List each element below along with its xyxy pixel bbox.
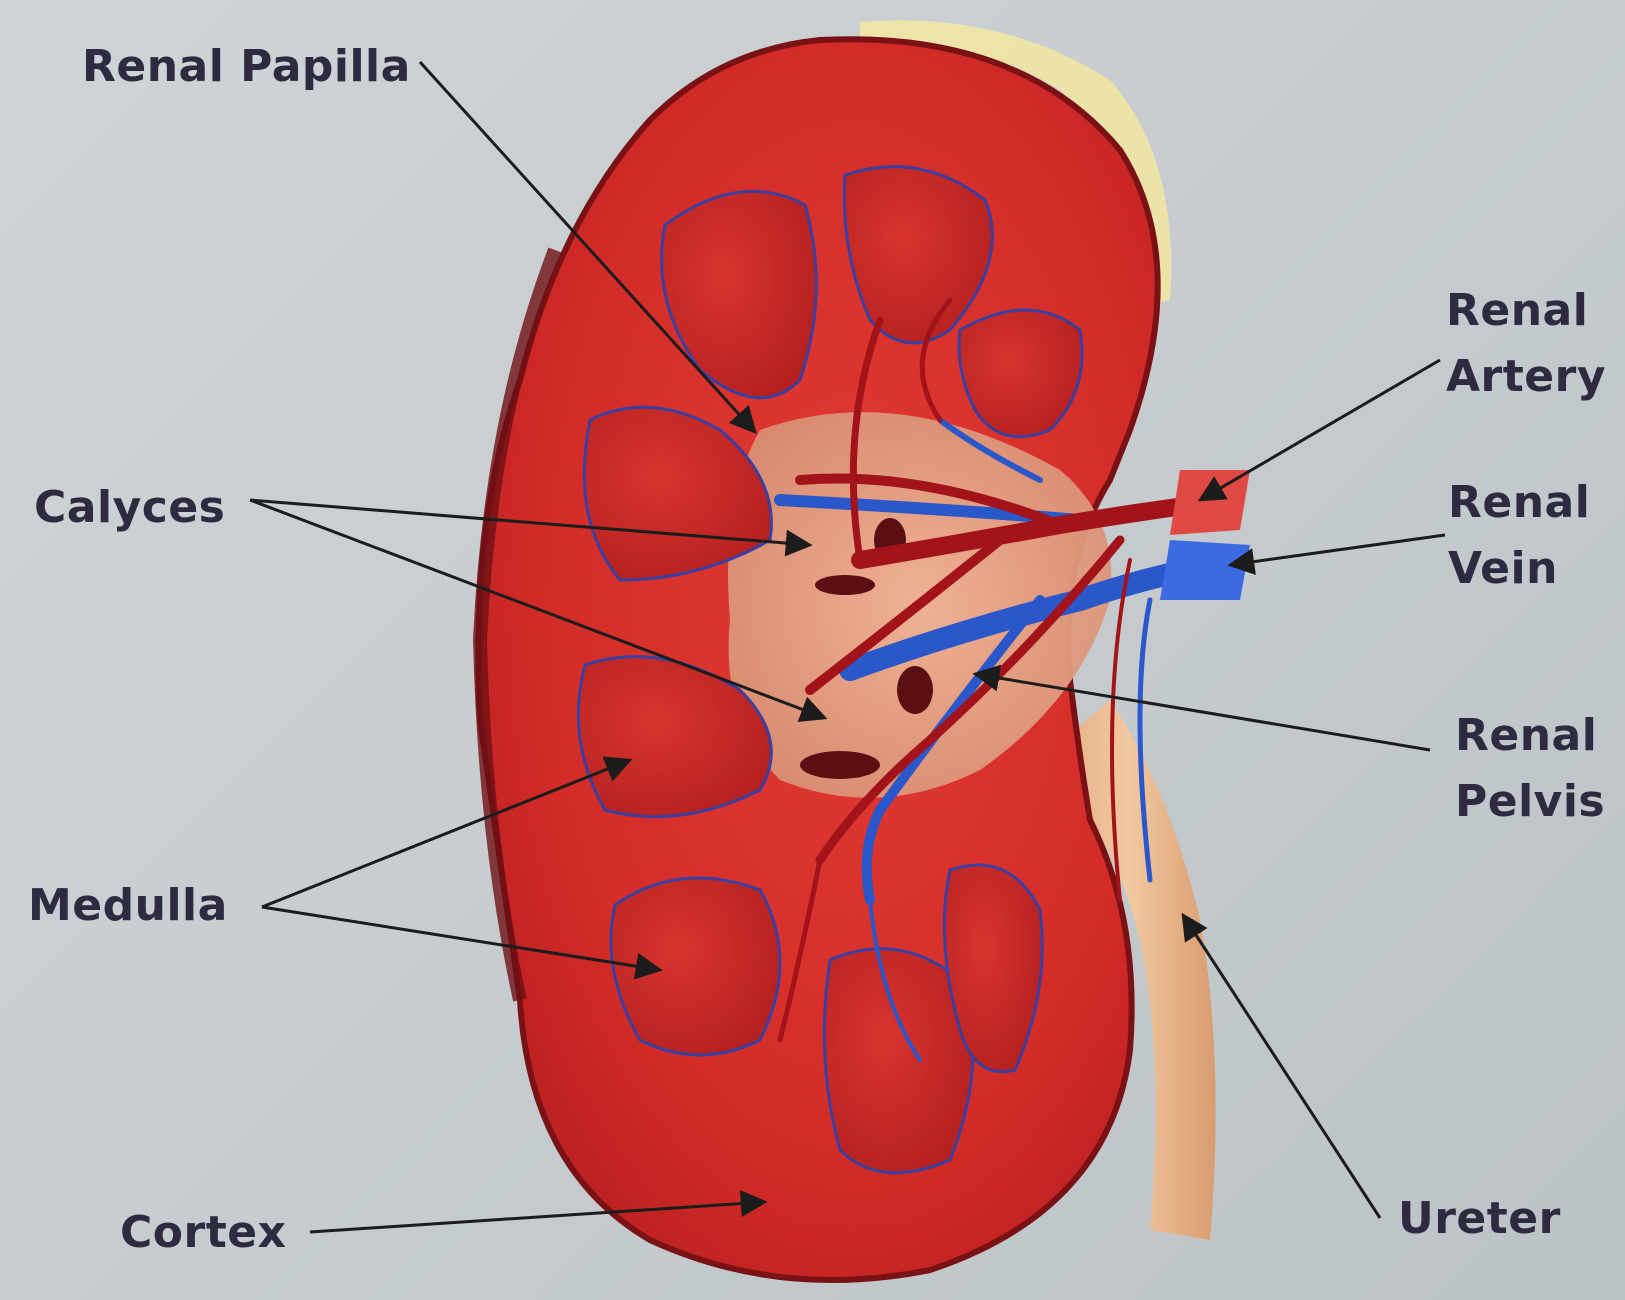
- leader-renal-vein: [1230, 535, 1445, 565]
- label-renal-vein-line2: Vein: [1448, 536, 1590, 602]
- label-renal-papilla: Renal Papilla: [82, 34, 411, 100]
- renal-vein-stub: [1160, 540, 1250, 600]
- label-renal-artery: Renal Artery: [1446, 278, 1606, 410]
- label-medulla: Medulla: [28, 873, 228, 939]
- label-renal-pelvis: Renal Pelvis: [1455, 703, 1605, 835]
- renal-artery-stub: [1170, 470, 1250, 535]
- label-calyces: Calyces: [34, 475, 225, 541]
- label-ureter: Ureter: [1398, 1186, 1561, 1252]
- label-renal-vein-line1: Renal: [1448, 470, 1590, 536]
- label-renal-artery-line1: Renal: [1446, 278, 1606, 344]
- leader-renal-artery: [1200, 360, 1440, 500]
- label-renal-artery-line2: Artery: [1446, 344, 1606, 410]
- label-renal-pelvis-line1: Renal: [1455, 703, 1605, 769]
- label-renal-pelvis-line2: Pelvis: [1455, 769, 1605, 835]
- label-renal-vein: Renal Vein: [1448, 470, 1590, 602]
- label-cortex: Cortex: [120, 1200, 286, 1266]
